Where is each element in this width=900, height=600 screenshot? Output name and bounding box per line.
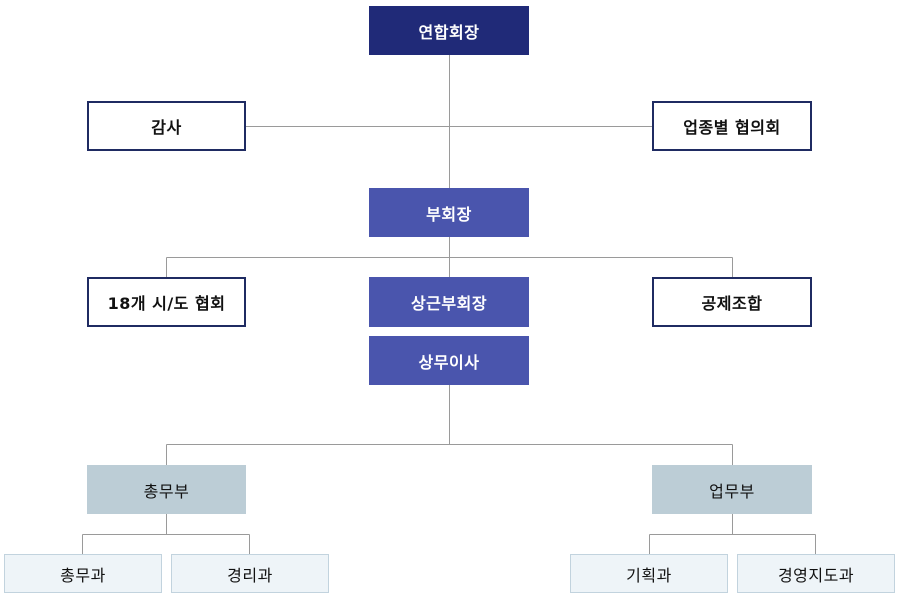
mutual-aid-association-box: 공제조합 (652, 277, 812, 327)
accounting-team-box: 경리과 (171, 554, 329, 593)
industry-council-box: 업종별 협의회 (652, 101, 812, 151)
general-affairs-dept-box: 총무부 (87, 465, 246, 514)
managing-director-box: 상무이사 (369, 336, 529, 385)
regional-association-box: 18개 시/도 협회 (87, 277, 246, 327)
planning-team-box: 기획과 (570, 554, 728, 593)
chairman-box: 연합회장 (369, 6, 529, 55)
auditor-box: 감사 (87, 101, 246, 151)
business-dept-box: 업무부 (652, 465, 812, 514)
business-guidance-team-box: 경영지도과 (737, 554, 895, 593)
general-affairs-team-box: 총무과 (4, 554, 162, 593)
vice-chairman-box: 부회장 (369, 188, 529, 237)
standing-vice-chairman-box: 상근부회장 (369, 277, 529, 327)
